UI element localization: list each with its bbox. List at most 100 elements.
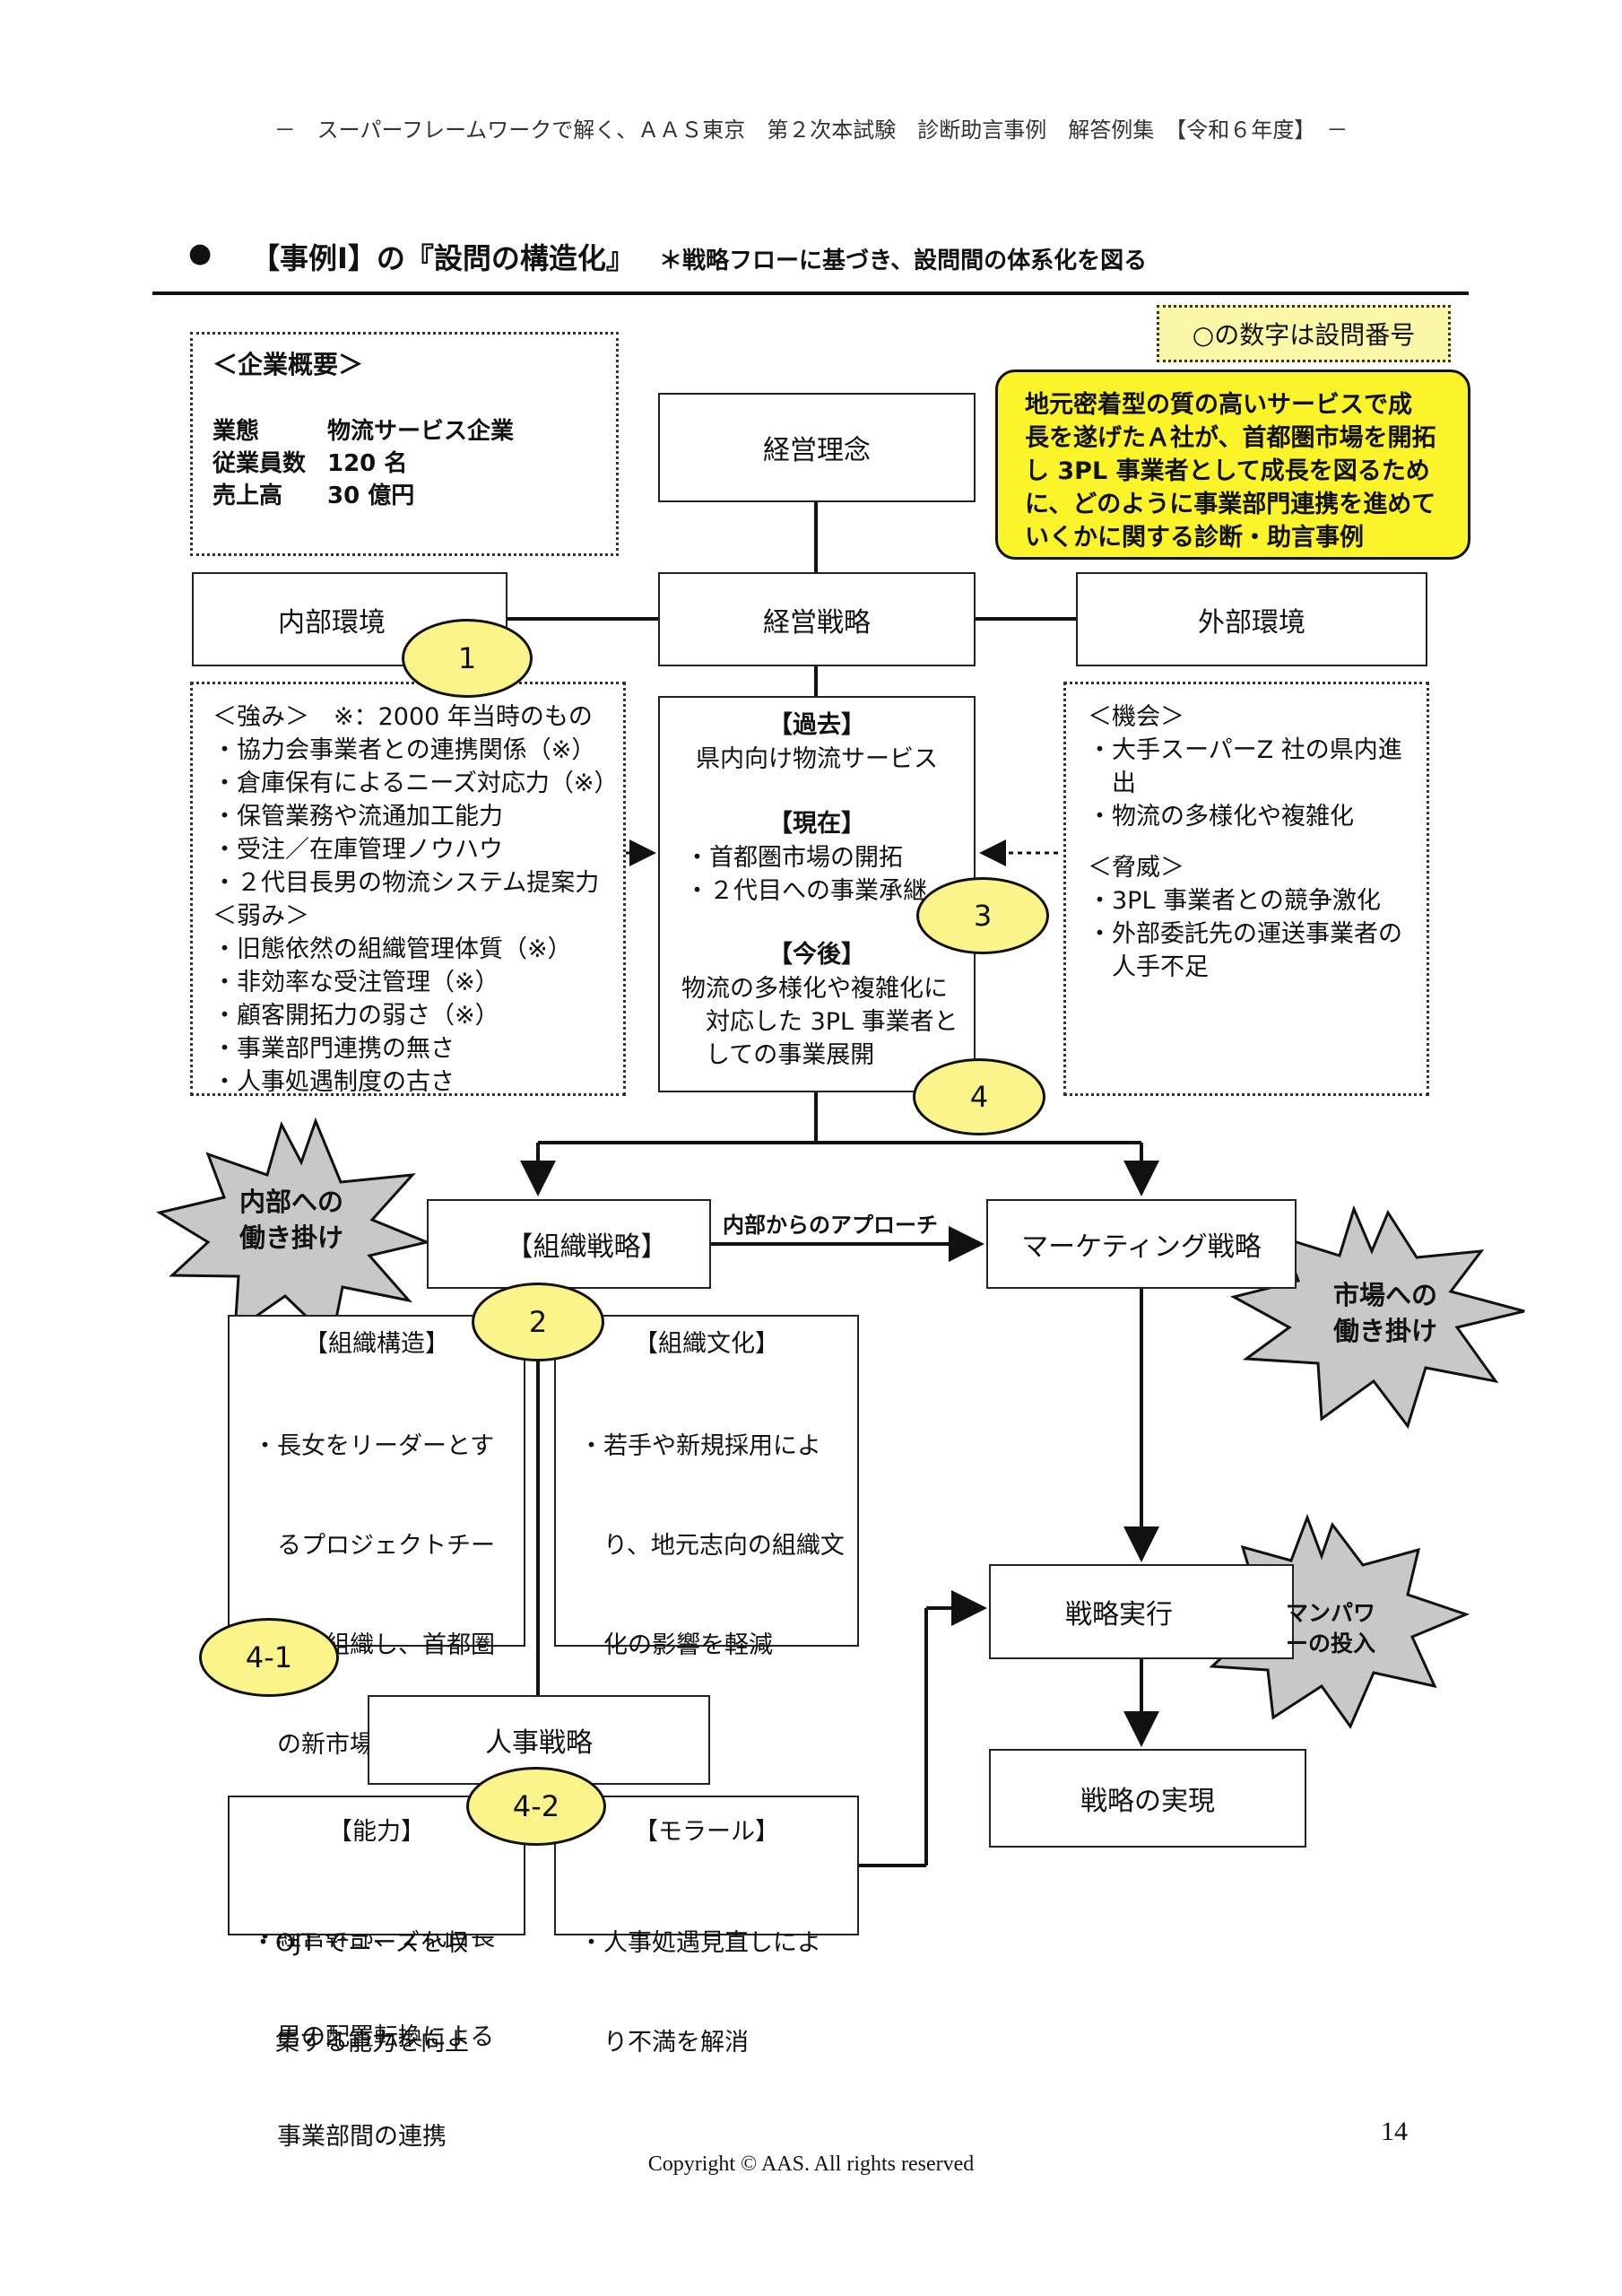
ability-text: ・OJT でニーズを収 集する能力を向上	[251, 1860, 469, 2126]
strength-item: ・２代目長男の物流システム提案力	[213, 869, 600, 897]
org-structure-line: 事業部間の連携	[253, 2123, 447, 2151]
strength-item: ・保管業務や流通加工能力	[213, 803, 503, 831]
question-oval-3: 3	[916, 877, 1049, 954]
morale-title: 【モラール】	[634, 1818, 779, 1846]
present-item: ・首都圏市場の開拓	[685, 844, 903, 872]
org-structure-title: 【組織構造】	[304, 1330, 449, 1358]
org-culture-line: ・若手や新規採用によ	[579, 1432, 821, 1460]
organization-culture: 【組織文化】 ・若手や新規採用によ り、地元志向の組織文 化の影響を軽減	[554, 1315, 859, 1659]
org-structure-line: ・長女をリーダーとす	[253, 1432, 495, 1460]
external-environment-box: 外部環境	[1076, 572, 1427, 666]
org-structure-line: 男の配置転換による	[253, 2023, 495, 2051]
threat-item: ・外部委託先の運送事業者の	[1088, 920, 1402, 948]
strength-item: ・倉庫保有によるニーズ対応力（※）	[213, 770, 619, 797]
question-number-note: ○の数字は設問番号	[1157, 305, 1451, 362]
opportunity-item: 出	[1088, 770, 1136, 797]
weakness-item: ・顧客開拓力の弱さ（※）	[213, 1002, 499, 1030]
morale-box: 【モラール】 ・人事処遇見直しによ り不満を解消	[554, 1796, 859, 2057]
org-structure-line: るプロジェクトチー	[253, 1532, 495, 1560]
star-manpower-line: ーの投入	[1285, 1631, 1375, 1657]
organization-structure: 【組織構造】 ・長女をリーダーとす るプロジェクトチー ムを組織し、首都圏 の新…	[228, 1315, 525, 2151]
organization-strategy-box: 【組織戦略】	[427, 1199, 711, 1289]
star-market-shape	[1229, 1205, 1525, 1430]
star-internal-label: 内部への 働き掛け	[215, 1184, 368, 1256]
org-culture-line: 化の影響を軽減	[579, 1631, 773, 1659]
future-line: しての事業展開	[681, 1041, 875, 1069]
past-text: 県内向け物流サービス	[696, 745, 938, 773]
weakness-item: ・事業部門連携の無さ	[213, 1035, 455, 1063]
weaknesses-title: ＜弱み＞	[213, 902, 309, 930]
company-title: ＜企業概要＞	[213, 350, 364, 379]
section-subtitle: ＊戦略フローに基づき、設問間の体系化を図る	[659, 248, 1148, 274]
future-line: 物流の多様化や複雑化に	[681, 975, 948, 1003]
page-number: 14	[1381, 2117, 1408, 2146]
company-label: 業態	[213, 418, 260, 445]
summary-line: し 3PL 事業者として成長を図るため	[1025, 457, 1430, 485]
page-header: － スーパーフレームワークで解く、ＡＡＳ東京 第２次本試験 診断助言事例 解答例…	[273, 117, 1349, 143]
question-oval-4: 4	[913, 1058, 1045, 1135]
star-market-label: 市場への 働き掛け	[1309, 1277, 1462, 1349]
strategy-detail: 【過去】 県内向け物流サービス 【現在】 ・首都圏市場の開拓 ・２代目への事業承…	[658, 696, 976, 1092]
morale-line: ・人事処遇見直しによ	[579, 1929, 821, 1957]
summary-line: 地元密着型の質の高いサービスで成	[1025, 391, 1412, 419]
company-label: 従業員数	[213, 450, 307, 477]
strength-item: ・協力会事業者との連携関係（※）	[213, 736, 596, 764]
internal-analysis: ＜強み＞ ※：2000 年当時のもの ・協力会事業者との連携関係（※） ・倉庫保…	[190, 682, 626, 1096]
section-title: 【事例Ⅰ】の『設問の構造化』	[251, 241, 635, 275]
org-culture-line: り、地元志向の組織文	[579, 1532, 845, 1560]
future-title: 【今後】	[768, 941, 865, 969]
opportunity-item: ・大手スーパーZ 社の県内進	[1088, 736, 1402, 764]
opportunities-title: ＜機会＞	[1088, 703, 1184, 731]
present-item: ・２代目への事業承継	[685, 877, 927, 905]
star-market-line: 市場への	[1332, 1280, 1437, 1310]
present-title: 【現在】	[768, 810, 865, 838]
internal-approach-label: 内部からのアプローチ	[723, 1213, 938, 1238]
threat-item: ・3PL 事業者との競争激化	[1088, 887, 1381, 915]
opportunity-item: ・物流の多様化や複雑化	[1088, 803, 1354, 831]
summary-line: 長を遂げたＡ社が、首都圏市場を開拓	[1025, 424, 1436, 452]
title-rule	[152, 291, 1469, 295]
question-oval-1: 1	[402, 619, 533, 698]
org-culture-text: ・若手や新規採用によ り、地元志向の組織文 化の影響を軽減	[579, 1363, 845, 1728]
management-strategy-box: 経営戦略	[658, 572, 976, 666]
morale-line: り不満を解消	[579, 2029, 749, 2057]
strength-item: ・受注／在庫管理ノウハウ	[213, 836, 503, 864]
summary-line: いくかに関する診断・助言事例	[1025, 524, 1364, 552]
ability-line: ・OJT でニーズを収	[251, 1929, 468, 1957]
star-manpower-line: マンパワ	[1285, 1600, 1375, 1626]
morale-text: ・人事処遇見直しによ り不満を解消	[579, 1860, 821, 2126]
star-manpower-label: マンパワ ーの投入	[1259, 1598, 1402, 1659]
company-values: 物流サービス企業 120 名 30 億円	[327, 415, 514, 512]
external-analysis: ＜機会＞ ・大手スーパーZ 社の県内進 出 ・物流の多様化や複雑化 ＜脅威＞ ・…	[1063, 682, 1429, 1096]
threats-title: ＜脅威＞	[1088, 854, 1184, 882]
strategy-execution-box: 戦略実行	[989, 1564, 1294, 1659]
company-value: 30 億円	[327, 483, 415, 509]
title-bullet: ●	[188, 238, 213, 269]
star-market-line: 働き掛け	[1332, 1316, 1437, 1346]
future-line: 対応した 3PL 事業者と	[681, 1008, 958, 1036]
past-title: 【過去】	[768, 711, 865, 739]
question-oval-4-1: 4-1	[199, 1618, 339, 1697]
question-oval-4-2: 4-2	[466, 1767, 606, 1846]
threat-item: 人手不足	[1088, 953, 1209, 981]
summary-line: に、どのように事業部門連携を進めて	[1025, 491, 1436, 518]
weakness-item: ・人事処遇制度の古さ	[213, 1068, 455, 1096]
question-oval-2: 2	[472, 1283, 604, 1361]
marketing-strategy-box: マーケティング戦略	[986, 1199, 1297, 1289]
company-label: 売上高	[213, 483, 283, 509]
star-internal-line: 内部への	[239, 1187, 343, 1217]
strengths-title: ＜強み＞ ※：2000 年当時のもの	[213, 703, 593, 731]
star-internal-line: 働き掛け	[239, 1222, 343, 1253]
ability-title: 【能力】	[328, 1818, 425, 1846]
weakness-item: ・旧態依然の組織管理体質（※）	[213, 935, 572, 963]
company-value: 物流サービス企業	[327, 418, 515, 445]
copyright: Copyright © AAS. All rights reserved	[647, 2152, 975, 2176]
company-labels: 業態 従業員数 売上高	[213, 415, 306, 512]
case-summary: 地元密着型の質の高いサービスで成 長を遂げたＡ社が、首都圏市場を開拓 し 3PL…	[995, 370, 1470, 560]
management-philosophy-box: 経営理念	[658, 393, 976, 502]
company-overview: ＜企業概要＞ 業態 従業員数 売上高 物流サービス企業 120 名 30 億円	[190, 332, 619, 556]
org-culture-title: 【組織文化】	[634, 1330, 779, 1358]
weakness-item: ・非効率な受注管理（※）	[213, 969, 499, 996]
strategy-realization-box: 戦略の実現	[989, 1749, 1306, 1848]
company-value: 120 名	[327, 450, 408, 477]
